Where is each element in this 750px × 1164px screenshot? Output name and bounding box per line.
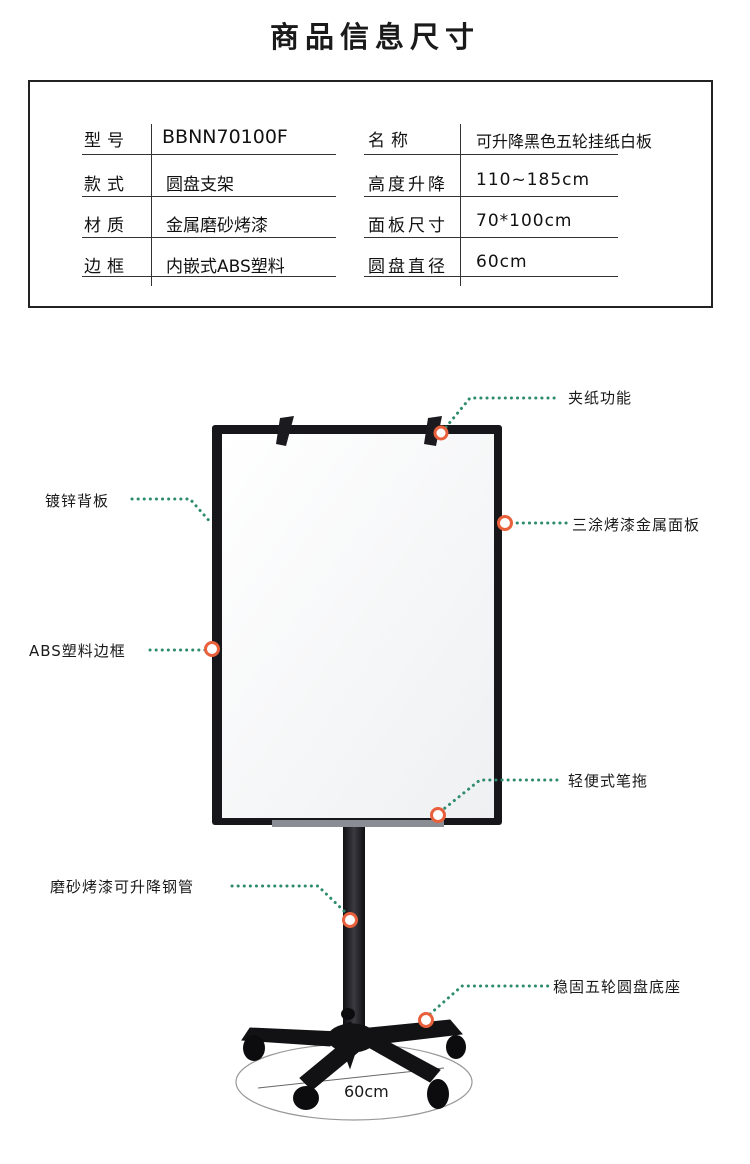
- leader-paper-clip: [440, 396, 562, 434]
- spec-value-name: 可升降黑色五轮挂纸白板: [476, 132, 653, 151]
- spec-rule: [364, 276, 618, 277]
- spec-table: 型号 款式 材质 边框 BBNN70100F 圆盘支架 金属磨砂烤漆 内嵌式AB…: [28, 80, 713, 308]
- spec-rule: [82, 154, 336, 155]
- spec-value-material: 金属磨砂烤漆: [166, 216, 268, 236]
- callout-back-plate: 镀锌背板: [45, 492, 110, 510]
- callout-paper-clip: 夹纸功能: [568, 389, 633, 407]
- spec-value-height: 110~185cm: [476, 170, 591, 190]
- spec-value-panel-size: 70*100cm: [476, 211, 573, 231]
- leader-back-plate: [130, 497, 214, 526]
- marker-pen-tray: [430, 807, 446, 823]
- caster-wheels: [243, 1008, 466, 1110]
- spec-key-frame: 边框: [84, 257, 130, 277]
- spec-key-style: 款式: [84, 175, 130, 195]
- spec-key-model: 型号: [84, 131, 130, 151]
- five-wheel-base: [241, 1019, 463, 1091]
- page-title: 商品信息尺寸: [269, 20, 480, 54]
- spec-key-height: 高度升降: [368, 175, 448, 195]
- pen-tray-shape: [272, 820, 444, 827]
- spec-rule: [364, 154, 618, 155]
- spec-rule: [82, 196, 336, 197]
- board-panel: [222, 434, 494, 818]
- spec-value-style: 圆盘支架: [166, 175, 234, 195]
- callout-panel: 三涂烤漆金属面板: [572, 516, 701, 534]
- marker-frame: [204, 641, 220, 657]
- spec-value-frame: 内嵌式ABS塑料: [166, 257, 285, 277]
- spec-rule: [364, 196, 618, 197]
- spec-divider-left: [151, 124, 152, 286]
- marker-paper-clip: [433, 425, 449, 441]
- callout-pen-tray: 轻便式笔拖: [568, 772, 649, 790]
- spec-rule: [82, 237, 336, 238]
- spec-key-material: 材质: [84, 216, 130, 236]
- marker-base: [418, 1012, 434, 1028]
- leader-base: [428, 984, 550, 1016]
- callout-frame: ABS塑料边框: [29, 642, 126, 660]
- spec-key-base-diameter: 圆盘直径: [368, 257, 448, 277]
- spec-key-name: 名称: [368, 131, 414, 151]
- marker-panel: [497, 515, 513, 531]
- spec-rule: [364, 237, 618, 238]
- callout-base: 稳固五轮圆盘底座: [553, 978, 682, 996]
- callout-pipe: 磨砂烤漆可升降钢管: [50, 878, 195, 896]
- marker-pipe: [342, 912, 358, 928]
- spec-value-base-diameter: 60cm: [476, 252, 528, 272]
- spec-divider-right: [460, 124, 461, 286]
- base-diameter-label: 60cm: [344, 1082, 389, 1101]
- spec-key-panel-size: 面板尺寸: [368, 216, 448, 236]
- paper-clip-left: [276, 416, 294, 446]
- spec-rule: [82, 276, 336, 277]
- spec-value-model: BBNN70100F: [162, 126, 288, 148]
- leader-pipe: [230, 884, 347, 914]
- leader-pen-tray: [438, 778, 562, 814]
- steel-pipe: [343, 824, 365, 1032]
